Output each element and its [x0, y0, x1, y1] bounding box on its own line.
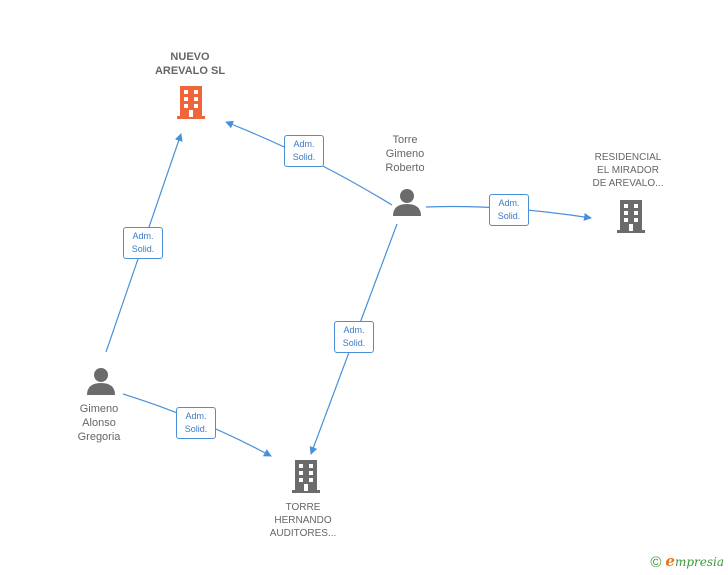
- label-line: EL MIRADOR: [597, 165, 659, 176]
- building-icon[interactable]: [616, 200, 646, 239]
- label-line: Alonso: [82, 417, 116, 429]
- node-label-residencial[interactable]: RESIDENCIAL EL MIRADOR DE AREVALO...: [593, 151, 664, 190]
- edge-label-e5[interactable]: Adm. Solid.: [176, 407, 216, 439]
- edge-label-e3[interactable]: Adm. Solid.: [123, 227, 163, 259]
- label-line: Gregoria: [77, 431, 121, 443]
- label-line: DE AREVALO...: [592, 178, 664, 189]
- brand-name: mpresia: [674, 555, 724, 569]
- label-line: Gimeno: [385, 148, 425, 160]
- node-label-torre-gimeno[interactable]: Torre Gimeno Roberto: [385, 133, 424, 175]
- edge-label-e2[interactable]: Adm. Solid.: [489, 194, 529, 226]
- edge-label-line: Adm.: [132, 231, 154, 241]
- label-line: Torre: [392, 134, 418, 146]
- label-line: RESIDENCIAL: [594, 152, 662, 163]
- edge-label-e1[interactable]: Adm. Solid.: [284, 135, 324, 167]
- label-line: AREVALO SL: [154, 65, 226, 77]
- edge-label-line: Adm.: [498, 198, 520, 208]
- edge-label-line: Adm.: [343, 325, 365, 335]
- node-label-torre-hernando[interactable]: TORRE HERNANDO AUDITORES...: [270, 501, 337, 540]
- person-icon[interactable]: [392, 187, 422, 222]
- brand-e: e: [665, 552, 675, 570]
- label-line: NUEVO: [170, 51, 210, 63]
- edge-label-line: Solid.: [497, 211, 521, 221]
- edge-label-line: Solid.: [131, 244, 155, 254]
- person-icon[interactable]: [86, 366, 116, 401]
- node-label-gimeno-alonso[interactable]: Gimeno Alonso Gregoria: [78, 402, 121, 444]
- edge-label-line: Solid.: [184, 424, 208, 434]
- edge-label-line: Adm.: [293, 139, 315, 149]
- node-label-nuevo-arevalo[interactable]: NUEVO AREVALO SL: [155, 50, 225, 78]
- label-line: TORRE: [285, 502, 321, 513]
- label-line: Roberto: [385, 162, 425, 174]
- label-line: AUDITORES...: [269, 528, 337, 539]
- edge-label-line: Adm.: [185, 411, 207, 421]
- copyright-symbol: ©: [650, 554, 662, 571]
- building-icon[interactable]: [291, 460, 321, 499]
- edge-label-e4[interactable]: Adm. Solid.: [334, 321, 374, 353]
- label-line: HERNANDO: [274, 515, 332, 526]
- edge-label-line: Solid.: [292, 152, 316, 162]
- building-icon[interactable]: [176, 86, 206, 125]
- empresia-logo[interactable]: ©empresia: [650, 552, 724, 571]
- label-line: Gimeno: [79, 403, 119, 415]
- edge-label-line: Solid.: [342, 338, 366, 348]
